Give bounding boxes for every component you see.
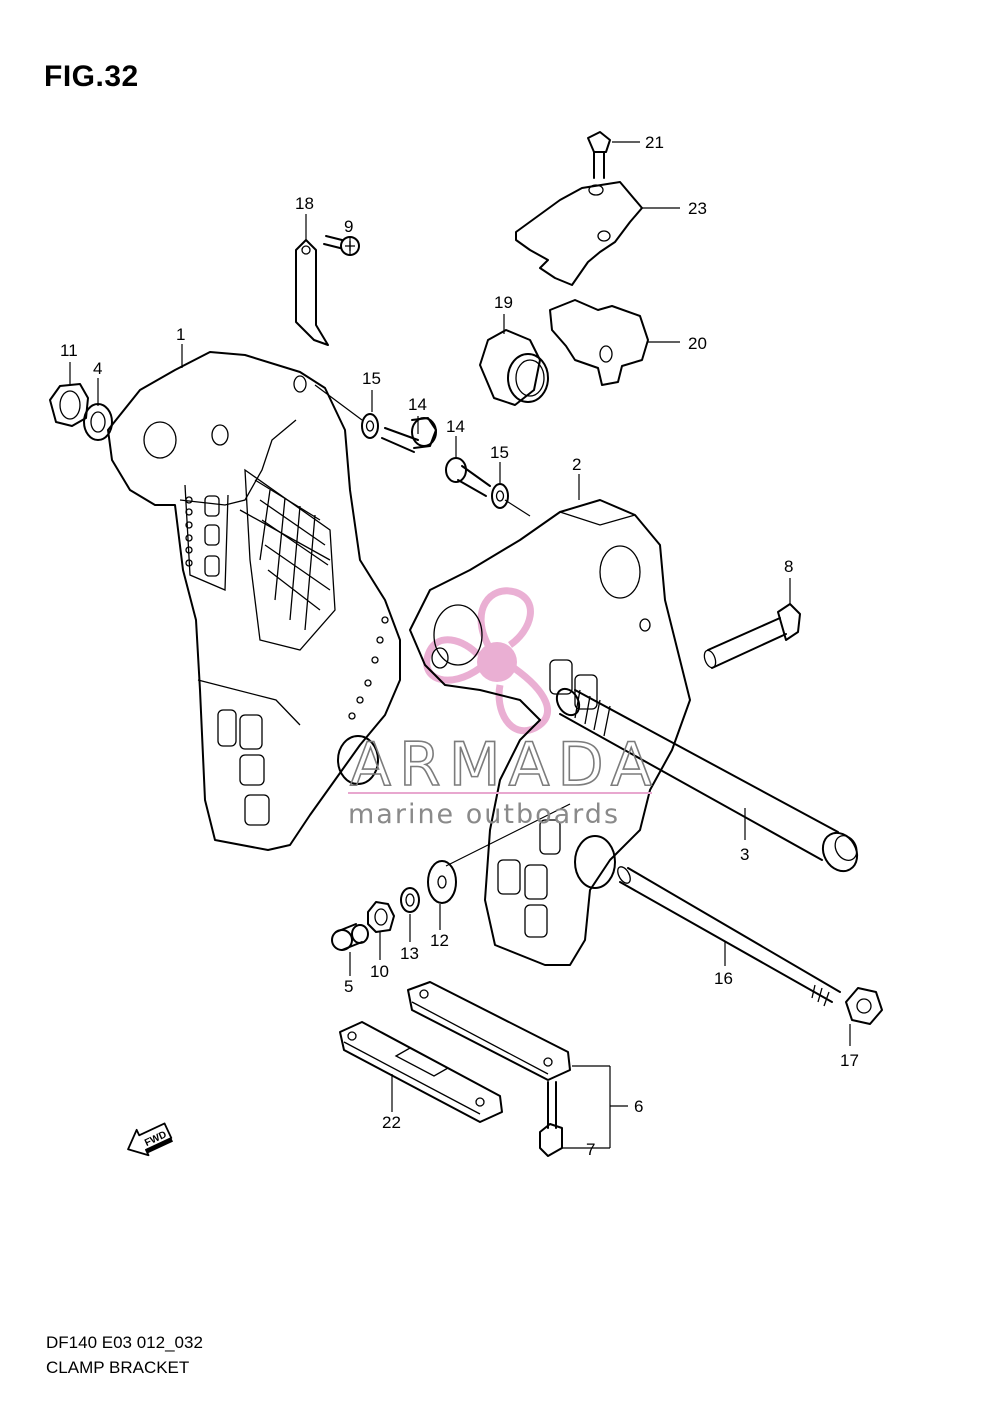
figure-caption: CLAMP BRACKET xyxy=(46,1358,190,1377)
bolt-14-right xyxy=(445,457,491,497)
callout-11: 11 xyxy=(60,341,78,360)
callout-22: 22 xyxy=(382,1113,401,1132)
bracket-strap-18 xyxy=(295,239,329,346)
tilt-tube xyxy=(555,687,859,873)
callout-4: 4 xyxy=(93,359,102,378)
callout-13: 13 xyxy=(400,944,419,963)
callout-5: 5 xyxy=(344,977,353,996)
figure-title: FIG.32 xyxy=(44,60,139,93)
watermark-brand: ARMADA xyxy=(350,730,660,800)
callout-15a: 15 xyxy=(362,369,381,388)
clamp-bracket-left xyxy=(107,351,401,851)
collar-5 xyxy=(331,923,369,951)
callout-7: 7 xyxy=(586,1140,595,1159)
callout-23: 23 xyxy=(688,199,707,218)
stopper-20 xyxy=(549,299,649,386)
nut-10 xyxy=(367,901,395,933)
callout-10: 10 xyxy=(370,962,389,981)
fwd-arrow-icon: FWD xyxy=(127,1122,174,1157)
clamp-bracket-right xyxy=(409,499,691,966)
callout-19: 19 xyxy=(494,293,513,312)
callout-8: 8 xyxy=(784,557,793,576)
callout-15b: 15 xyxy=(490,443,509,462)
washer-15-left xyxy=(361,413,379,439)
armada-logo-mark xyxy=(423,587,551,735)
callout-21: 21 xyxy=(645,133,664,152)
callout-1: 1 xyxy=(176,325,185,344)
bolt-21 xyxy=(587,131,611,179)
grommet-19 xyxy=(479,329,549,406)
callout-20: 20 xyxy=(688,334,707,353)
callout-17: 17 xyxy=(840,1051,859,1070)
nut-17 xyxy=(845,987,883,1025)
shaft-16 xyxy=(617,866,841,1007)
callout-18: 18 xyxy=(295,194,314,213)
callout-3: 3 xyxy=(740,845,749,864)
callout-2: 2 xyxy=(572,455,581,474)
anode-plate-6 xyxy=(407,981,571,1081)
callout-labels: 1 2 3 4 5 6 7 8 9 10 11 12 13 14 14 15 1… xyxy=(60,133,859,1159)
callout-12: 12 xyxy=(430,931,449,950)
screw-9 xyxy=(323,235,360,256)
screw-7 xyxy=(539,1081,563,1157)
figure-footer: DF140 E03 012_032 CLAMP BRACKET xyxy=(46,1330,203,1380)
callout-16: 16 xyxy=(714,969,733,988)
bolt-14-left xyxy=(381,417,437,453)
callout-6: 6 xyxy=(634,1097,643,1116)
washer-12 xyxy=(427,860,457,904)
washer-4 xyxy=(83,403,113,441)
washer-13 xyxy=(400,887,420,913)
nut-11 xyxy=(49,383,89,427)
model-code: DF140 E03 012_032 xyxy=(46,1333,203,1352)
watermark-tagline: marine outboards xyxy=(348,799,620,830)
leader-lines xyxy=(69,141,851,1149)
plate-22 xyxy=(339,1021,503,1123)
washer-15-right xyxy=(491,483,509,509)
cover-plate-23 xyxy=(515,181,643,286)
callout-14a: 14 xyxy=(408,395,427,414)
callout-9: 9 xyxy=(344,217,353,236)
bolt-8 xyxy=(703,603,801,669)
callout-14b: 14 xyxy=(446,417,465,436)
